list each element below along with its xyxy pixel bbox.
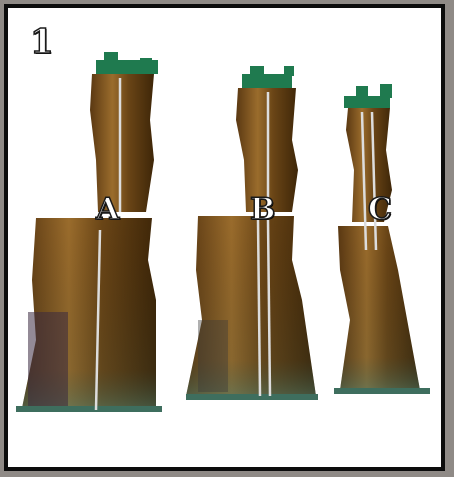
tower-a-label: A (96, 192, 119, 227)
tower-b (186, 66, 318, 400)
tower-c (334, 84, 430, 394)
tower-b-rune-panel (198, 320, 228, 392)
tower-b-cap (242, 74, 292, 88)
step-number: 1 (30, 22, 54, 62)
tower-a-rune-panel (28, 312, 68, 408)
tower-b-label: B (250, 192, 275, 227)
tower-a (16, 52, 162, 412)
tower-c-label: C (368, 192, 392, 227)
